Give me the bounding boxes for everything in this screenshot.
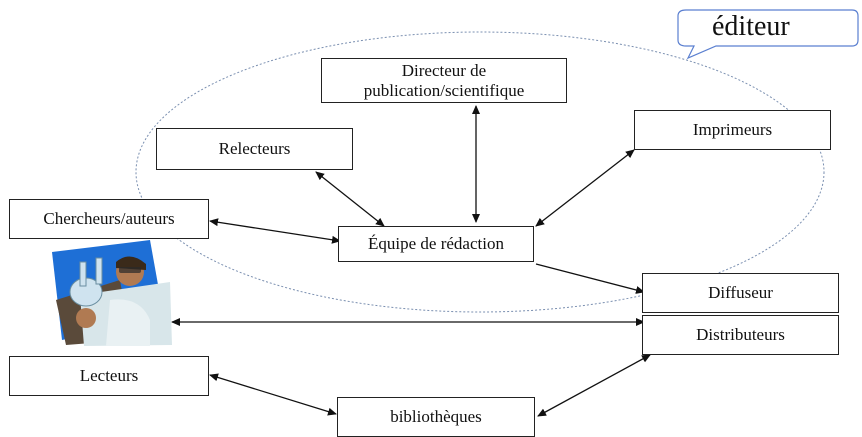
publisher-ellipse xyxy=(135,31,825,313)
arrow-imprimeurs-equipe xyxy=(535,149,635,227)
arrow-chercheurs-equipe xyxy=(209,218,341,244)
node-relecteurs: Relecteurs xyxy=(156,128,353,170)
node-imprimeurs: Imprimeurs xyxy=(634,110,831,150)
publisher-label: éditeur xyxy=(712,11,790,42)
node-diffuseur: Diffuseur xyxy=(642,273,839,313)
arrow-lecteurs-bibliotheques xyxy=(209,373,337,416)
arrow-equipe-diffuseur xyxy=(535,263,645,294)
node-equipe: Équipe de rédaction xyxy=(338,226,534,262)
node-chercheurs: Chercheurs/auteurs xyxy=(9,199,209,239)
node-distributeurs: Distributeurs xyxy=(642,315,839,355)
arrow-bibliotheques-distributeurs xyxy=(537,354,651,417)
node-lecteurs: Lecteurs xyxy=(9,356,209,396)
scientist-clipart-icon xyxy=(52,240,172,346)
node-bibliotheques: bibliothèques xyxy=(337,397,535,437)
node-directeur: Directeur de publication/scientifique xyxy=(321,58,567,103)
arrow-relecteurs-equipe xyxy=(315,171,385,227)
publisher-callout-shape xyxy=(677,9,859,60)
